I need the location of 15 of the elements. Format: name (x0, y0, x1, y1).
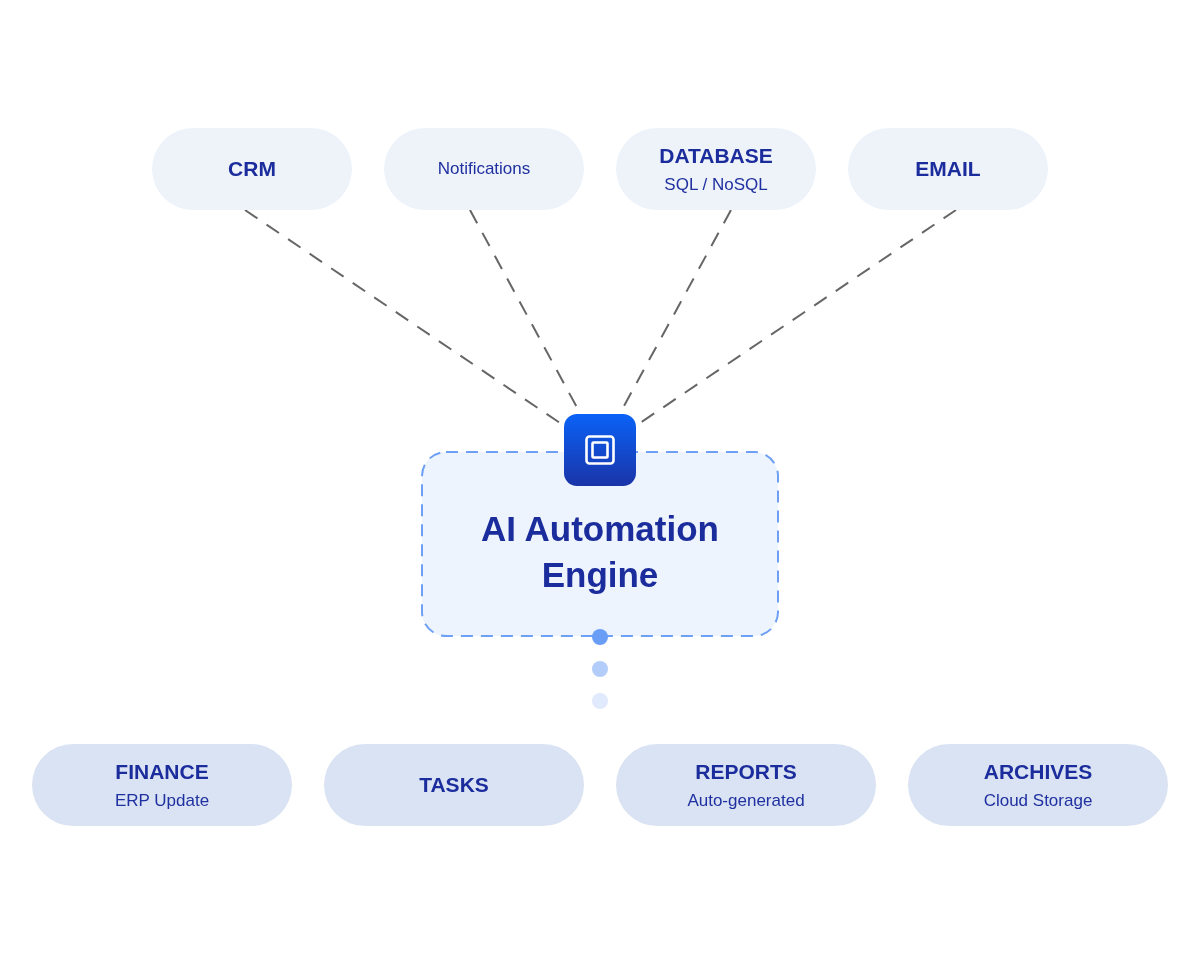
category-subtitle: Notifications (437, 158, 531, 180)
category-subtitle: Auto-generated (687, 789, 805, 812)
category-subtitle: SQL / NoSQL (664, 173, 768, 196)
category-subtitle: Cloud Storage (983, 789, 1093, 812)
category-title: EMAIL (915, 156, 981, 182)
category-title: ARCHIVES (983, 758, 1093, 785)
category-title: FINANCE (115, 758, 209, 785)
category-title: TASKS (419, 772, 489, 798)
category-title: DATABASE (659, 142, 773, 169)
engine-title: AI Automation Engine (480, 508, 720, 596)
nested-square-icon (564, 414, 636, 486)
category-subtitle: ERP Update (114, 789, 210, 812)
engine-panel (421, 451, 779, 637)
category-title: REPORTS (695, 758, 797, 785)
category-title: CRM (228, 156, 276, 182)
